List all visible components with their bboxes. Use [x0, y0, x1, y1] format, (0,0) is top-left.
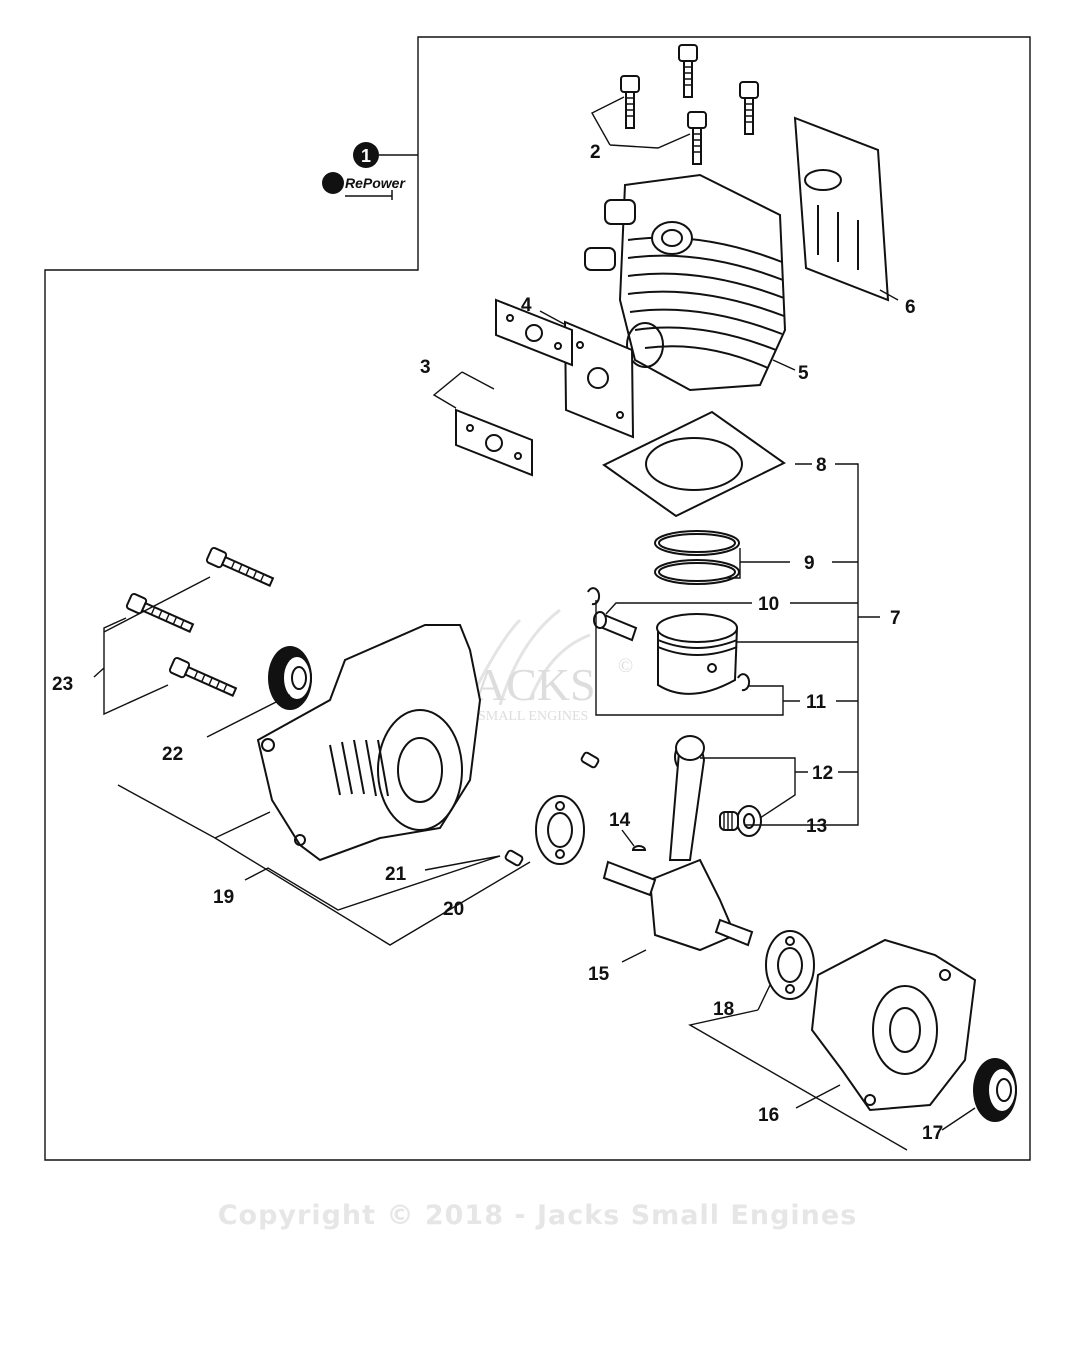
oil-seal-right	[973, 1058, 1017, 1122]
leader-lines	[93, 96, 976, 1151]
crankshaft	[602, 735, 754, 952]
callout-16: 16	[758, 1105, 779, 1126]
watermark-logo: JACKS SMALL ENGINES ©	[455, 608, 633, 724]
watermark-bottom-text: SMALL ENGINES	[478, 709, 588, 724]
callout-11: 11	[806, 692, 827, 713]
gasket-pair	[455, 298, 573, 477]
callout-10: 10	[758, 594, 779, 615]
crankcase-left	[256, 624, 482, 862]
copyright-watermark: Copyright © 2018 - Jacks Small Engines	[217, 1200, 858, 1231]
heat-shield	[793, 116, 890, 302]
diagram-frame	[44, 36, 1031, 1161]
repower-logo: RePower	[322, 172, 406, 200]
callout-20: 20	[443, 899, 464, 920]
piston-pin	[593, 611, 638, 642]
callout-5: 5	[798, 363, 809, 384]
repower-logo-text: RePower	[345, 175, 406, 191]
callout-4: 4	[521, 295, 532, 316]
needle-bearing	[719, 811, 739, 831]
bearing-left	[535, 795, 585, 865]
piston-rings	[654, 530, 740, 585]
callout-labels: 2 3 4 5 6 7 8 9 10 11 12 13 14 15 16 17 …	[52, 142, 943, 1144]
oil-seal-left	[268, 646, 312, 710]
callout-8: 8	[816, 455, 827, 476]
crankcase-bolts	[125, 546, 275, 697]
callout-13: 13	[806, 816, 827, 837]
callout-6: 6	[905, 297, 916, 318]
callout-23: 23	[52, 674, 73, 695]
crankcase-right	[810, 938, 977, 1112]
kit-callout: 1	[353, 142, 418, 168]
callout-3: 3	[420, 357, 431, 378]
callout-12: 12	[812, 763, 833, 784]
callout-18: 18	[713, 999, 734, 1020]
bearing-right	[765, 930, 815, 1000]
cylinder-bolts	[620, 44, 759, 165]
kit-callout-number: 1	[361, 146, 371, 166]
callout-2: 2	[590, 142, 601, 163]
callout-17: 17	[922, 1123, 943, 1144]
callout-19: 19	[213, 887, 234, 908]
pin-circlips	[587, 587, 751, 692]
callout-22: 22	[162, 744, 183, 765]
callout-14: 14	[609, 810, 631, 831]
callout-15: 15	[588, 964, 610, 985]
piston	[656, 613, 738, 695]
callout-7: 7	[890, 608, 901, 629]
woodruff-key	[631, 845, 647, 851]
dowel-pins	[504, 751, 600, 867]
cylinder-gasket	[602, 410, 786, 518]
callout-21: 21	[385, 864, 407, 885]
cylinder	[584, 173, 787, 392]
callout-9: 9	[804, 553, 815, 574]
insulator	[563, 320, 635, 439]
watermark-copyright-mark: ©	[618, 655, 633, 677]
